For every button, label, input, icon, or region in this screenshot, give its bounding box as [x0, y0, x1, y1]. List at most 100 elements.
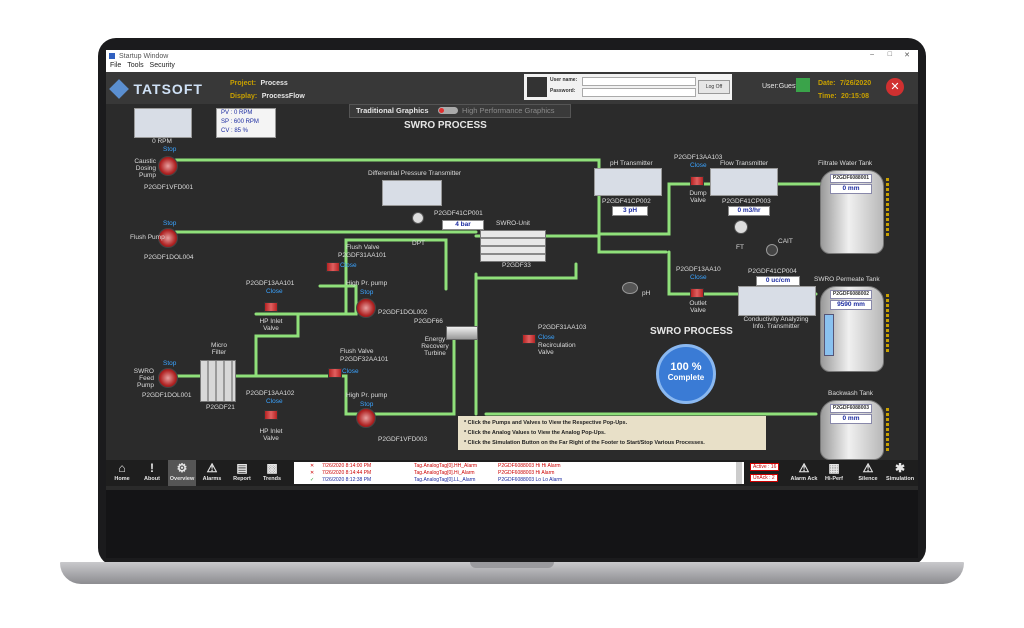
filtrate-tank-tag: P2GDF6088001: [830, 174, 872, 183]
pipe-feed: [174, 284, 358, 378]
alarm-row[interactable]: ✓ 7/26/2020 8:12:38 PM Tag.AnalogTag[0].…: [294, 477, 744, 483]
home-button[interactable]: ⌂Home: [108, 460, 136, 486]
hi-perf-button[interactable]: ▦Hi-Perf: [820, 460, 848, 486]
toggle-switch[interactable]: [438, 107, 458, 114]
password-label: Password:: [550, 88, 576, 94]
date-label: Date:: [818, 80, 836, 87]
alarm-list[interactable]: ✕ 7/26/2020 8:14:00 PM Tag.AnalogTag[0].…: [294, 462, 744, 484]
process-canvas: 0 RPM PV : 0 RPM SP : 600 RPM CV : 85 % …: [106, 104, 918, 460]
dpt-gauge-icon: [412, 212, 424, 224]
minimize-icon[interactable]: –: [870, 51, 874, 58]
maximize-icon[interactable]: □: [887, 51, 892, 58]
screen: Startup Window – □ ✕ File Tools Security…: [106, 50, 918, 490]
progress-percent: 100 %: [670, 361, 702, 373]
traditional-graphics-label: Traditional Graphics: [356, 106, 429, 115]
menu-security[interactable]: Security: [149, 62, 175, 69]
cv-value: CV : 85 %: [221, 128, 249, 134]
rpm-value: 0 RPM: [152, 138, 172, 145]
ph-sensor-icon: [622, 282, 638, 294]
overview-button[interactable]: ⚙Overview: [168, 460, 196, 486]
cond-value[interactable]: 0 uc/cm: [756, 276, 800, 286]
recirc-valve[interactable]: [522, 334, 536, 344]
ph-label: pH: [642, 290, 651, 297]
alarms-button[interactable]: ⚠Alarms: [198, 460, 226, 486]
alarm-row[interactable]: ✕ 7/26/2020 8:14:00 PM Tag.AnalogTag[0].…: [294, 463, 744, 469]
password-input[interactable]: [582, 88, 696, 97]
gear-icon: ⚙: [176, 461, 188, 475]
logoff-button[interactable]: Log Off: [698, 80, 730, 94]
alarm-check-icon: ✓: [310, 477, 315, 483]
erd-turbine[interactable]: [446, 326, 478, 340]
dpt-title: Differential Pressure Transmitter: [368, 170, 462, 177]
flush-pump-status: Stop: [163, 220, 177, 227]
simulation-button[interactable]: ✱Simulation: [886, 460, 914, 486]
feed-pump[interactable]: [158, 368, 178, 388]
rpm-trend[interactable]: [134, 108, 192, 138]
backwash-tank-level[interactable]: 0 mm: [830, 414, 872, 424]
menu-tools[interactable]: Tools: [127, 62, 144, 69]
header: TATSOFT Project: Process Display: Proces…: [106, 72, 918, 104]
menu-file[interactable]: File: [110, 62, 122, 69]
alarm-x-icon: ✕: [310, 463, 315, 469]
info-icon: !: [150, 461, 154, 475]
hp-pump-2-tag: P2GDF1VFD003: [378, 436, 428, 443]
ph-value[interactable]: 3 pH: [612, 206, 648, 216]
alarm-ack-button[interactable]: ⚠Alarm Ack: [790, 460, 818, 486]
micro-filter[interactable]: [200, 360, 236, 402]
hp-inlet-valve-2[interactable]: [264, 410, 278, 420]
permeate-tank-level[interactable]: 9590 mm: [830, 300, 872, 310]
flow-value[interactable]: 0 m3/hr: [728, 206, 770, 216]
dpt-value[interactable]: 4 bar: [442, 220, 484, 230]
alarm-scrollbar[interactable]: [736, 462, 742, 484]
pid-panel[interactable]: PV : 0 RPM SP : 600 RPM CV : 85 %: [216, 108, 276, 138]
exit-icon[interactable]: ✕: [886, 78, 904, 96]
flush-valve-2-name: Flush Valve: [340, 348, 374, 355]
about-button[interactable]: !About: [138, 460, 166, 486]
caustic-pump-name: Caustic Dosing Pump: [134, 158, 156, 179]
flow-trend[interactable]: [710, 168, 778, 196]
alarm-ack-icon: ⚠: [798, 461, 810, 475]
hp-inlet-valve-1-name: HP Inlet Valve: [259, 318, 283, 332]
erd-name: Energy Recovery Turbine: [421, 336, 449, 357]
flush-valve-1-tag: P2GDF31AA101: [338, 252, 387, 259]
time-label: Time:: [818, 93, 837, 100]
dpt-trend[interactable]: [382, 180, 442, 206]
outlet-valve-tag: P2GDF13AA10: [676, 266, 721, 273]
ph-tag: P2GDF41CP002: [602, 198, 651, 205]
flow-title: Flow Transmitter: [720, 160, 769, 167]
report-button[interactable]: ▤Report: [228, 460, 256, 486]
dump-valve[interactable]: [690, 176, 704, 186]
menu-bar: File Tools Security: [106, 62, 918, 72]
user-label: User:Guest: [762, 83, 798, 90]
hp-pump-2[interactable]: [356, 408, 376, 428]
date-value: 7/26/2020: [839, 80, 872, 87]
backwash-tank-tag: P2GDF6088003: [830, 404, 872, 413]
silence-button[interactable]: ⚠Silence: [854, 460, 882, 486]
caustic-pump[interactable]: [158, 156, 178, 176]
graphics-toggle[interactable]: Traditional Graphics High Performance Gr…: [349, 104, 571, 118]
user-name-input[interactable]: [582, 77, 696, 86]
alarm-row[interactable]: ✕ 7/26/2020 8:14:44 PM Tag.AnalogTag[0].…: [294, 470, 744, 476]
recirc-valve-name: Recirculation Valve: [538, 342, 576, 356]
flush-valve-1[interactable]: [326, 262, 340, 272]
trends-label: Trends: [262, 476, 282, 482]
laptop-base: [60, 562, 964, 584]
dump-valve-tag: P2GDF13AA103: [674, 154, 723, 161]
outlet-valve[interactable]: [690, 288, 704, 298]
cond-trend[interactable]: [738, 286, 816, 316]
laptop-notch: [470, 562, 554, 568]
flush-pump[interactable]: [158, 228, 178, 248]
instruction-2: * Click the Analog Values to View the An…: [464, 430, 606, 436]
hp-inlet-valve-1[interactable]: [264, 302, 278, 312]
login-panel: User name: Password: Log Off: [524, 74, 732, 100]
filtrate-tank-level[interactable]: 0 mm: [830, 184, 872, 194]
close-icon[interactable]: ✕: [904, 52, 910, 59]
ph-trend[interactable]: [594, 168, 662, 196]
trends-button[interactable]: ▩Trends: [258, 460, 286, 486]
process-title-2: SWRO PROCESS: [650, 326, 733, 337]
alarm-tag: Tag.AnalogTag[0].LL_Alarm: [414, 477, 476, 483]
hp-inlet-valve-2-status: Close: [266, 398, 283, 405]
flush-valve-2[interactable]: [328, 368, 342, 378]
hp-pump-1[interactable]: [356, 298, 376, 318]
swro-unit[interactable]: [480, 230, 546, 262]
